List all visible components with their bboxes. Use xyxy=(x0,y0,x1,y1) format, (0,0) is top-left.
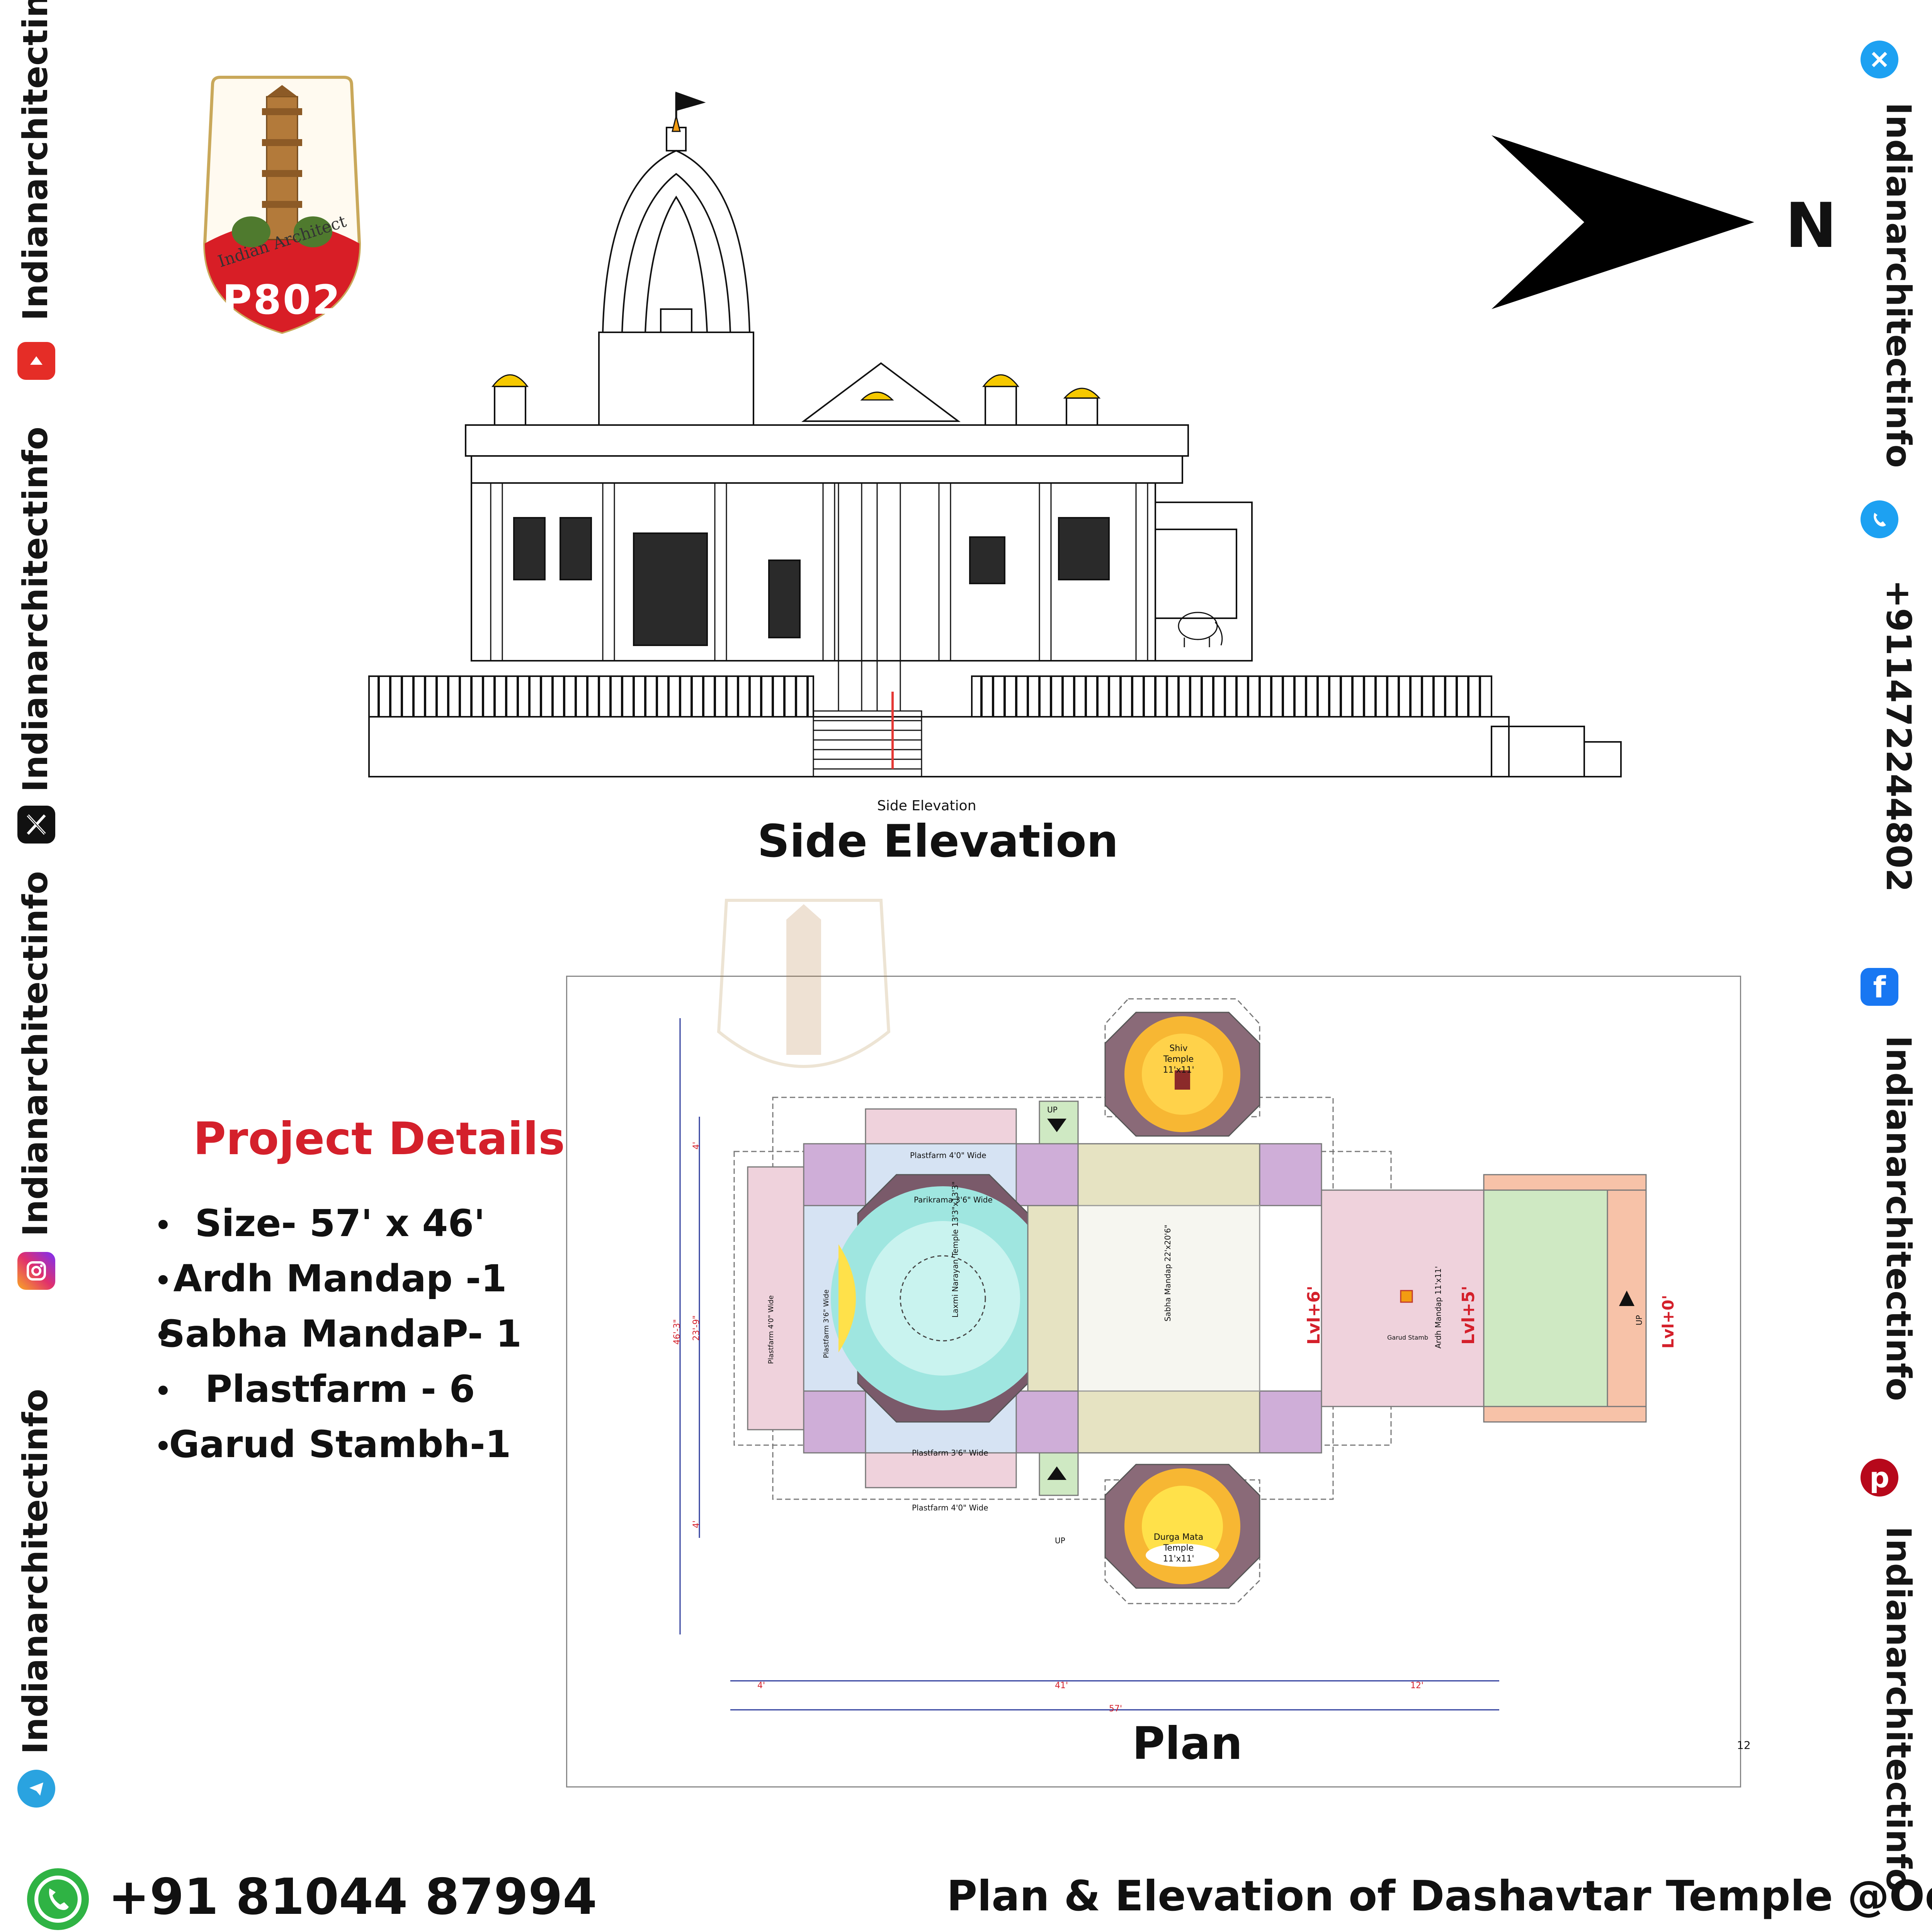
whatsapp-number[interactable]: +91 81044 87994 xyxy=(108,1868,597,1926)
floor-plan xyxy=(657,989,1662,1723)
north-arrow xyxy=(1492,135,1754,318)
north-label: N xyxy=(1785,189,1837,262)
platform-bottom-inner-label: Plastfarm 3'6" Wide xyxy=(912,1448,988,1458)
handle-text-right-3[interactable]: Indianarchitectinfo xyxy=(1879,1526,1918,1892)
badge-code: P802 xyxy=(222,276,342,323)
youtube-icon[interactable] xyxy=(17,342,55,380)
handle-text-youtube[interactable]: Indianarchitectinfo xyxy=(15,0,55,321)
watermark-graphic xyxy=(717,899,891,1068)
pinterest-icon[interactable]: p xyxy=(1861,1459,1898,1497)
telegram-icon[interactable] xyxy=(17,1770,55,1808)
elevation-svg xyxy=(368,92,1622,777)
badge-shield-graphic xyxy=(203,76,361,334)
instagram-icon[interactable] xyxy=(17,1252,55,1290)
dim-width-2: 41' xyxy=(1055,1681,1068,1690)
handle-text-twitter[interactable]: Indianarchitectinfo xyxy=(15,427,55,792)
elevation-small-caption: Side Elevation xyxy=(877,798,976,814)
dim-total-height: 46'-3" xyxy=(672,1319,682,1345)
level-0-label: Lvl+0' xyxy=(1660,1295,1677,1349)
dim-bottom-height: 4' xyxy=(692,1520,701,1528)
platform-top-label: Plastfarm 4'0" Wide xyxy=(910,1151,986,1160)
dim-top-height: 4' xyxy=(692,1141,701,1150)
level-6-label: Lvl+6' xyxy=(1304,1286,1324,1345)
phone-text-right[interactable]: +911472244802 xyxy=(1879,580,1918,892)
footer-title: Plan & Elevation of Dashavtar Temple @Od… xyxy=(947,1872,1932,1920)
project-details-heading: Project Details xyxy=(193,1113,565,1165)
handle-text-right-1[interactable]: Indianarchitectinfo xyxy=(1879,102,1918,468)
level-5-label: Lvl+5' xyxy=(1459,1286,1478,1345)
parikrama-top-label: Parikrama 3'6" Wide xyxy=(914,1195,993,1204)
handle-text-right-2[interactable]: Indianarchitectinfo xyxy=(1879,1036,1918,1401)
plan-title: Plan xyxy=(1132,1718,1243,1770)
watermark-badge xyxy=(688,877,920,1111)
dim-total-width: 57' xyxy=(1109,1704,1122,1714)
x-twitter-icon[interactable] xyxy=(17,806,55,844)
plan-sheet-number: 12 xyxy=(1737,1739,1751,1752)
ardh-mandap-label: Ardh Mandap 11'x11' xyxy=(1434,1266,1443,1349)
floor-plan-svg xyxy=(679,998,1647,1711)
handle-text-instagram[interactable]: Indianarchitectinfo xyxy=(15,871,55,1236)
north-arrow-icon xyxy=(1492,135,1754,309)
up-label-top: UP xyxy=(1047,1105,1058,1114)
platform-bottom-label: Plastfarm 4'0" Wide xyxy=(912,1503,988,1512)
brand-badge: Indian Architect P802 xyxy=(189,62,375,340)
whatsapp-icon[interactable] xyxy=(27,1868,89,1930)
garud-stamb-label: Garud Stamb xyxy=(1387,1334,1429,1341)
platform-left-label: Plastfarm 4'0" Wide xyxy=(767,1295,775,1364)
phone-icon[interactable] xyxy=(1861,500,1898,538)
twitter-bird-icon[interactable] xyxy=(1861,41,1898,78)
facebook-icon[interactable]: f xyxy=(1861,968,1898,1006)
side-elevation-drawing xyxy=(367,85,1623,781)
up-label-right: UP xyxy=(1634,1315,1644,1325)
dim-mid-height: 23'-9" xyxy=(692,1315,701,1341)
platform-left-inner-label: Plastfarm 3'6" Wide xyxy=(822,1289,830,1358)
handle-text-telegram[interactable]: Indianarchitectinfo xyxy=(15,1389,55,1754)
up-label-bottom: UP xyxy=(1055,1536,1065,1545)
elevation-title: Side Elevation xyxy=(757,815,1119,867)
dim-width-1: 4' xyxy=(757,1681,765,1690)
sabha-mandap-label: Sabha Mandap 22'x20'6" xyxy=(1163,1225,1172,1321)
dim-width-3: 12' xyxy=(1410,1681,1424,1690)
